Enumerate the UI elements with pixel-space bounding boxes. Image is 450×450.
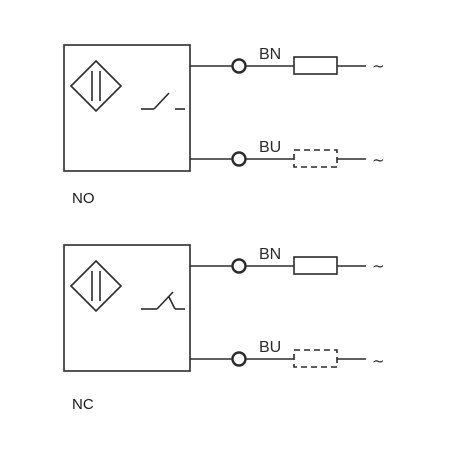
terminal-icon xyxy=(231,351,247,367)
terminal-icon xyxy=(231,151,247,167)
terminal-icon xyxy=(231,58,247,74)
sensor-housing xyxy=(63,244,191,372)
diagram-label-no: NO xyxy=(72,190,95,207)
ac-supply-icon: ~ xyxy=(372,57,385,75)
wire-label-bu: BU xyxy=(259,339,281,356)
sensor-housing xyxy=(63,44,191,172)
ac-supply-icon: ~ xyxy=(372,352,385,370)
normally-open-switch-icon xyxy=(141,92,185,110)
ac-supply-icon: ~ xyxy=(372,257,385,275)
wire-bn: BN ~ xyxy=(190,246,385,275)
proximity-sensor-icon xyxy=(69,59,123,113)
optional-resistor-icon xyxy=(293,349,338,368)
proximity-sensor-icon xyxy=(69,259,123,313)
wire-label-bn: BN xyxy=(259,246,281,263)
terminal-icon xyxy=(231,258,247,274)
wire-label-bu: BU xyxy=(259,139,281,156)
ac-supply-icon: ~ xyxy=(372,151,385,169)
diagram-label-nc: NC xyxy=(72,396,94,413)
resistor-icon xyxy=(293,56,338,75)
wire-bu: BU ~ xyxy=(190,139,385,169)
resistor-icon xyxy=(293,256,338,275)
wire-bn: BN ~ xyxy=(190,46,385,75)
diagram-no: BN ~ BU ~ NO xyxy=(63,44,385,207)
optional-resistor-icon xyxy=(293,149,338,168)
normally-closed-switch-icon xyxy=(141,291,185,310)
diagram-nc: BN ~ BU ~ NC xyxy=(63,244,385,413)
wire-label-bn: BN xyxy=(259,46,281,63)
wire-bu: BU ~ xyxy=(190,339,385,370)
